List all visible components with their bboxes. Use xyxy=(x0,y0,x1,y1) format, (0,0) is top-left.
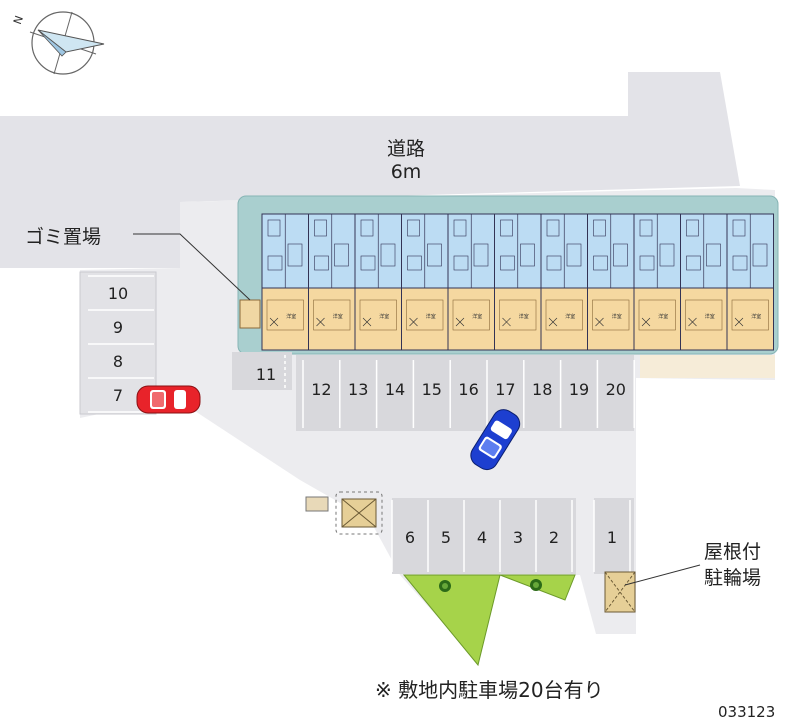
building-units: 洋室 洋室 洋室 洋室 洋室 洋室 洋室 洋室 洋室 洋室 洋室 xyxy=(261,213,774,351)
tree-icon xyxy=(439,580,451,592)
property-code: 033123 xyxy=(718,703,775,721)
parking-slot-20: 20 xyxy=(606,380,626,399)
unit-room-sign: 洋室 xyxy=(751,313,761,320)
unit-room-sign: 洋室 xyxy=(565,313,575,320)
parking-slot-6: 6 xyxy=(405,528,415,547)
apartment-unit: 洋室 xyxy=(308,213,356,351)
garbage-storage xyxy=(239,299,261,329)
unit-room-sign: 洋室 xyxy=(612,313,622,320)
parking-slot-9: 9 xyxy=(113,318,123,337)
parking-slot-2: 2 xyxy=(549,528,559,547)
parking-slot-4: 4 xyxy=(477,528,487,547)
utility-box xyxy=(305,496,329,512)
parking-slot-5: 5 xyxy=(441,528,451,547)
parking-slot-18: 18 xyxy=(532,380,552,399)
parking-slot-8: 8 xyxy=(113,352,123,371)
unit-room-sign: 洋室 xyxy=(705,313,715,320)
road-width: 6m xyxy=(391,161,422,183)
unit-room-sign: 洋室 xyxy=(426,313,436,320)
apartment-unit: 洋室 xyxy=(540,213,588,351)
garbage-leader-line xyxy=(133,233,251,301)
apartment-unit: 洋室 xyxy=(401,213,449,351)
parking-slot-11-area xyxy=(232,352,292,390)
bike-parking-cross xyxy=(604,571,636,613)
bike-leader-line xyxy=(624,564,701,586)
garbage-label: ゴミ置場 xyxy=(25,226,101,248)
parking-slot-17: 17 xyxy=(495,380,515,399)
parking-note: ※ 敷地内駐車場20台有り xyxy=(375,678,604,702)
unit-room-sign: 洋室 xyxy=(472,313,482,320)
apartment-unit: 洋室 xyxy=(680,213,728,351)
parking-top-row: 11 12 13 14 15 16 17 18 19 20 xyxy=(256,355,635,431)
apartment-unit: 洋室 xyxy=(447,213,495,351)
apartment-unit: 洋室 xyxy=(726,213,774,351)
storage-box-cross xyxy=(341,498,377,528)
road xyxy=(0,72,740,268)
parking-slot-16: 16 xyxy=(458,380,478,399)
parking-left-column: 10 9 8 7 xyxy=(88,275,154,413)
green-area-left xyxy=(402,574,501,667)
blue-car xyxy=(470,409,521,471)
parking-slot-3: 3 xyxy=(513,528,523,547)
parking-slot-14: 14 xyxy=(385,380,405,399)
road-name: 道路 xyxy=(387,138,425,160)
parking-slot-12: 12 xyxy=(311,380,331,399)
unit-room-sign: 洋室 xyxy=(658,313,668,320)
parking-slot-1: 1 xyxy=(607,528,617,547)
tree-icon xyxy=(530,579,542,591)
apartment-unit: 洋室 xyxy=(494,213,542,351)
parking-slot-19: 19 xyxy=(569,380,589,399)
bike-label-line1: 屋根付 xyxy=(704,541,761,563)
parking-slot-13: 13 xyxy=(348,380,368,399)
unit-room-sign: 洋室 xyxy=(379,313,389,320)
compass-north-label: N xyxy=(11,14,26,26)
parking-bottom-row: 6 5 4 3 2 1 xyxy=(391,498,634,574)
apartment-unit: 洋室 xyxy=(354,213,402,351)
parking-slot-7: 7 xyxy=(113,386,123,405)
apartment-unit: 洋室 xyxy=(633,213,681,351)
apartment-unit: 洋室 xyxy=(261,213,309,351)
unit-room-sign: 洋室 xyxy=(286,313,296,320)
parking-slot-11: 11 xyxy=(256,365,276,384)
compass-icon: N xyxy=(11,11,105,75)
red-car xyxy=(136,385,201,414)
storage-box-frame xyxy=(335,491,383,535)
unit-room-sign: 洋室 xyxy=(519,313,529,320)
bike-label-line2: 駐輪場 xyxy=(704,567,761,589)
parking-slot-15: 15 xyxy=(422,380,442,399)
parking-slot-10: 10 xyxy=(108,284,128,303)
unit-room-sign: 洋室 xyxy=(333,313,343,320)
right-yard xyxy=(640,355,775,378)
apartment-unit: 洋室 xyxy=(587,213,635,351)
